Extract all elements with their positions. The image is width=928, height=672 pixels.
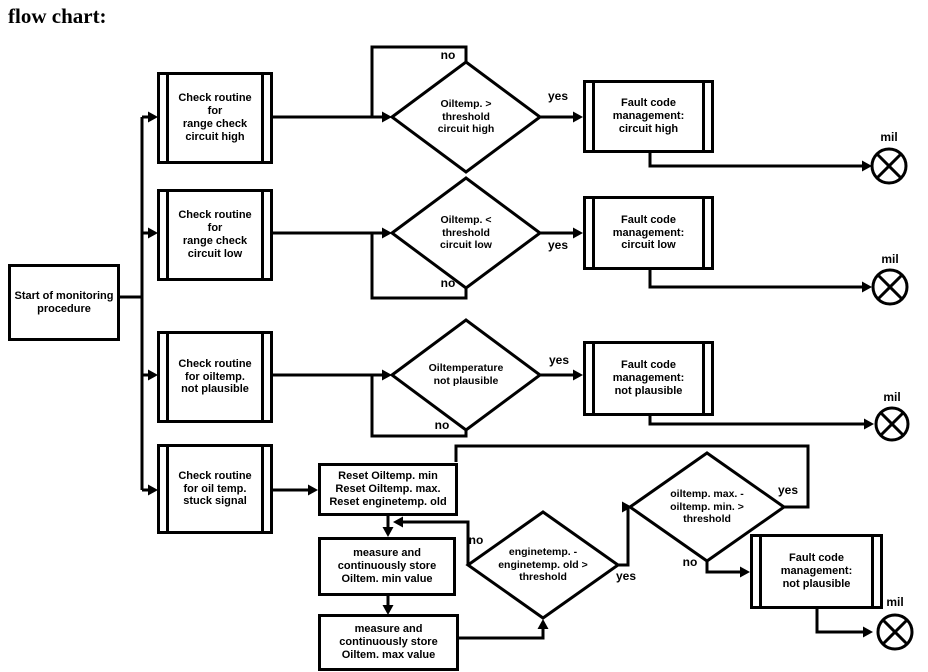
edge-label-no-1: no	[440, 48, 456, 62]
decision-oiltemp-range-shape	[627, 451, 787, 563]
decision-not-plausible-shape	[389, 318, 543, 432]
connector-lines	[120, 45, 866, 640]
edge-label-yes-1: yes	[547, 89, 569, 103]
edge-label-no-5: no	[682, 555, 698, 569]
check-routine-not-plausible-node: Check routine for oiltemp. not plausible	[157, 331, 273, 423]
mil-lamp-not-plausible-icon	[874, 406, 910, 442]
edge-label-no-2: no	[440, 276, 456, 290]
decision-enginetemp-shape	[465, 510, 621, 620]
check-routine-stuck-signal-node: Check routine for oil temp. stuck signal	[157, 444, 273, 534]
page-title: flow chart:	[8, 4, 107, 28]
mil-label-3: mil	[883, 390, 901, 404]
fault-code-circuit-low-node: Fault code management: circuit low	[583, 196, 714, 270]
store-min-node: measure and continuously store Oiltem. m…	[318, 537, 456, 596]
mil-label-4: mil	[886, 595, 904, 609]
check-routine-circuit-low-node: Check routine for range check circuit lo…	[157, 189, 273, 281]
mil-lamp-circuit-low-icon	[871, 268, 909, 306]
decision-circuit-high-shape	[389, 60, 543, 174]
mil-label-1: mil	[880, 130, 898, 144]
decision-circuit-low-shape	[389, 176, 543, 290]
edge-label-yes-5: yes	[777, 483, 799, 497]
check-routine-circuit-high-node: Check routine for range check circuit hi…	[157, 72, 273, 164]
fault-code-not-plausible-node: Fault code management: not plausible	[583, 341, 714, 416]
edge-label-no-3: no	[434, 418, 450, 432]
edge-label-yes-3: yes	[548, 353, 570, 367]
fault-code-circuit-high-node: Fault code management: circuit high	[583, 80, 714, 153]
edge-label-yes-2: yes	[547, 238, 569, 252]
fault-code-stuck-signal-node: Fault code management: not plausible	[750, 534, 883, 609]
reset-values-node: Reset Oiltemp. min Reset Oiltemp. max. R…	[318, 463, 458, 516]
edge-label-no-4: no	[468, 533, 484, 547]
store-max-node: measure and continuously store Oiltem. m…	[318, 614, 459, 671]
start-node: Start of monitoring procedure	[8, 264, 120, 341]
mil-label-2: mil	[881, 252, 899, 266]
mil-lamp-circuit-high-icon	[870, 147, 908, 185]
mil-lamp-stuck-signal-icon	[876, 613, 914, 651]
arrowheads	[148, 111, 874, 638]
edge-label-yes-4: yes	[615, 569, 637, 583]
